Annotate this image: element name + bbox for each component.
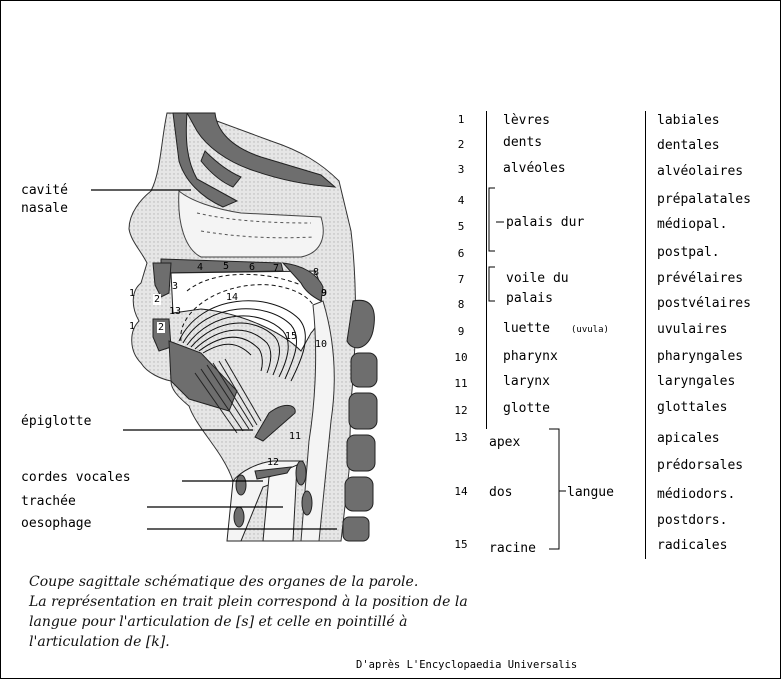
row-num-4: 4 [449,194,473,207]
organ-levres: lèvres [503,113,550,128]
row-num-8: 8 [449,298,473,311]
caption-line-4: l'articulation de [k]. [29,634,170,650]
row-num-10: 10 [449,351,473,364]
term-alveolaires: alvéolaires [657,164,743,179]
row-num-7: 7 [449,273,473,286]
row-num-12: 12 [449,404,473,417]
caption-line-2: La représentation en trait plein corresp… [29,594,468,610]
fig-number-3: 3 [172,281,178,292]
label-oesophage: oesophage [21,516,91,531]
fig-number-2-lower: 2 [157,322,165,333]
tongue-group-langue: langue [567,485,614,500]
fig-number-6: 6 [249,262,255,273]
term-prevelaires: prévélaires [657,271,743,286]
row-num-2: 2 [449,138,473,151]
fig-number-5: 5 [223,261,229,272]
term-apicales: apicales [657,431,720,446]
fig-number-1-upper: 1 [129,288,135,299]
row-num-13: 13 [449,431,473,444]
tongue-dos: dos [489,485,512,500]
term-laryngales: laryngales [657,374,735,389]
caption-line-3: langue pour l'articulation de [s] et cel… [29,614,407,630]
row-num-6: 6 [449,247,473,260]
term-postdors: postdors. [657,513,727,528]
term-postvelaires: postvélaires [657,296,751,311]
organ-alveoles: alvéoles [503,161,566,176]
term-labiales: labiales [657,113,720,128]
caption-line-1: Coupe sagittale schématique des organes … [29,574,418,590]
term-dentales: dentales [657,138,720,153]
organ-uvula-note: (uvula) [571,325,609,335]
fig-number-13: 13 [169,306,181,317]
organ-glotte: glotte [503,401,550,416]
term-mediodors: médiodors. [657,487,735,502]
label-cavite: cavité [21,183,68,198]
tongue-racine: racine [489,541,536,556]
fig-number-2-upper: 2 [153,294,161,305]
fig-number-1-lower: 1 [129,321,135,332]
fig-number-7: 7 [273,263,279,274]
fig-number-15: 15 [285,331,297,342]
table-right-rule [645,111,646,559]
term-radicales: radicales [657,538,727,553]
fig-number-9: 9 [321,288,327,299]
term-postpal: postpal. [657,245,720,260]
row-num-5: 5 [449,220,473,233]
label-trachee: trachée [21,494,76,509]
organ-palais: palais [506,291,553,306]
fig-number-11: 11 [289,431,301,442]
organ-pharynx: pharynx [503,349,558,364]
row-num-15: 15 [449,538,473,551]
source-credit: D'après L'Encyclopaedia Universalis [356,659,577,671]
term-mediopal: médiopal. [657,217,727,232]
fig-number-10: 10 [315,339,327,350]
fig-number-14: 14 [226,292,238,303]
term-predorsales: prédorsales [657,458,743,473]
organ-voile-du: voile du [506,271,569,286]
organ-larynx: larynx [503,374,550,389]
tongue-apex: apex [489,435,520,450]
fig-number-8: 8 [313,267,319,278]
term-pharyngales: pharyngales [657,349,743,364]
label-nasale: nasale [21,201,68,216]
row-num-3: 3 [449,163,473,176]
organ-dents: dents [503,135,542,150]
term-uvulaires: uvulaires [657,322,727,337]
row-num-1: 1 [449,113,473,126]
term-prepalatales: prépalatales [657,192,751,207]
term-glottales: glottales [657,400,727,415]
label-epiglotte: épiglotte [21,414,91,429]
organ-palais-dur: palais dur [506,215,584,230]
fig-number-12: 12 [267,457,279,468]
table-left-rule [486,111,487,429]
row-num-11: 11 [449,377,473,390]
row-num-9: 9 [449,325,473,338]
label-cordes-vocales: cordes vocales [21,470,131,485]
fig-number-4: 4 [197,262,203,273]
row-num-14: 14 [449,485,473,498]
organ-luette: luette [503,321,550,336]
